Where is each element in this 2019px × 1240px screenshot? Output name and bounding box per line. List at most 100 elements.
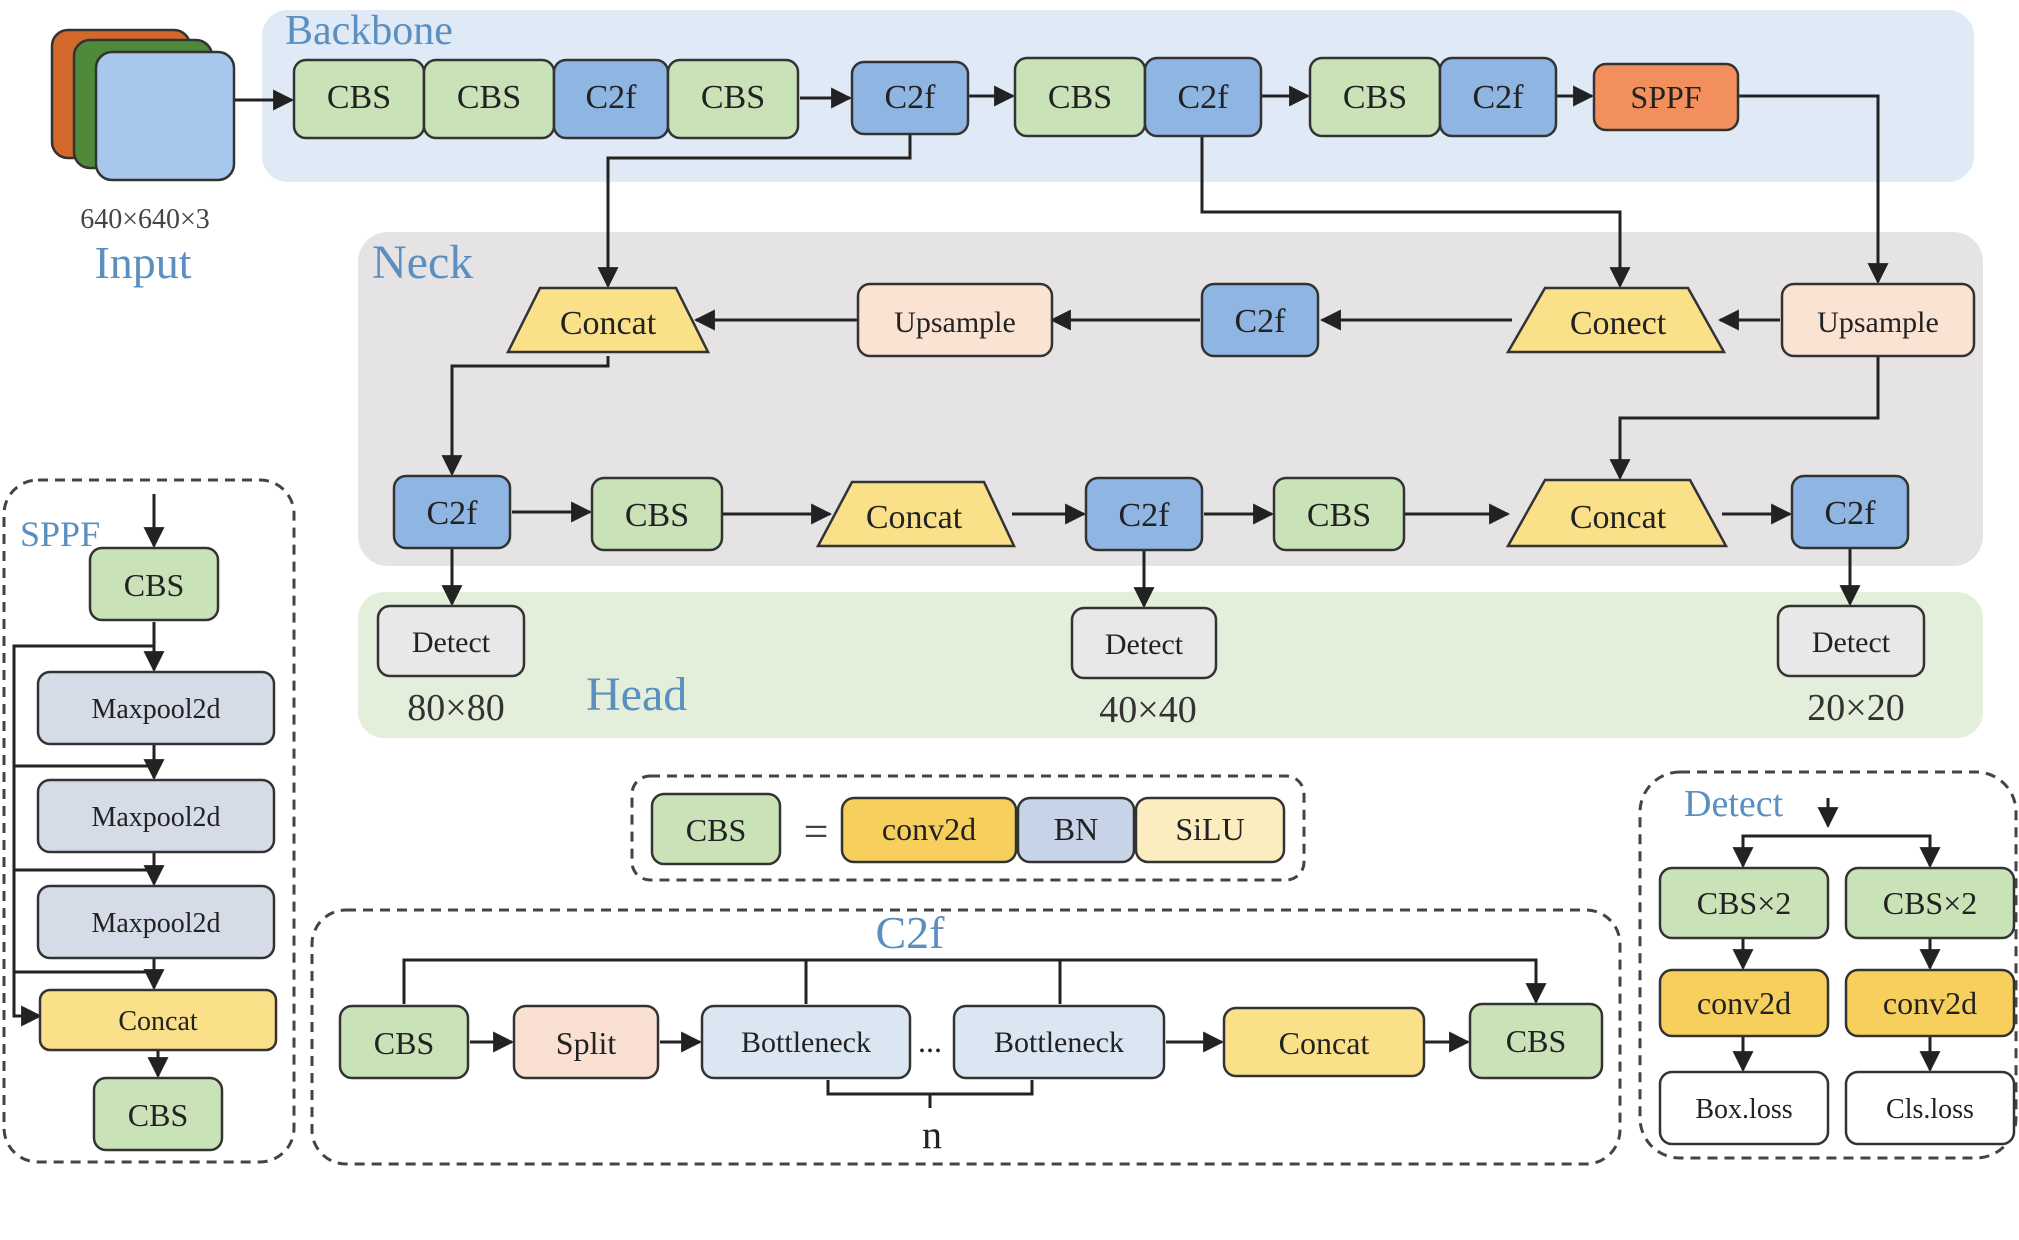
input-size: 640×640×3 bbox=[80, 204, 210, 235]
detect-cbs-x2-right: CBS×2 bbox=[1844, 866, 2016, 940]
detect-cbs-x2-left: CBS×2 bbox=[1658, 866, 1830, 940]
detect-cls-loss: Cls.loss bbox=[1844, 1070, 2016, 1146]
svg-text:conv2d: conv2d bbox=[1697, 985, 1791, 1021]
svg-text:Detect: Detect bbox=[1812, 626, 1891, 659]
backbone-b7-c2f: C2f bbox=[1143, 56, 1263, 138]
head-scale-80: 80×80 bbox=[407, 687, 504, 729]
svg-text:C2f: C2f bbox=[885, 79, 937, 116]
backbone-title: Backbone bbox=[285, 8, 453, 54]
neck-cbs-2: CBS bbox=[1272, 476, 1406, 552]
svg-text:Split: Split bbox=[556, 1025, 617, 1061]
sppf-cbs-in: CBS bbox=[88, 546, 220, 622]
cbs-def-equals: = bbox=[804, 807, 829, 856]
c2f-repeat-n: n bbox=[922, 1112, 942, 1157]
sppf-maxpool-2: Maxpool2d bbox=[36, 778, 276, 854]
svg-text:C2f: C2f bbox=[586, 79, 638, 116]
backbone-b8-cbs: CBS bbox=[1308, 56, 1442, 138]
c2f-bottleneck-1: Bottleneck bbox=[700, 1004, 912, 1080]
svg-text:SPPF: SPPF bbox=[1630, 79, 1701, 115]
svg-text:C2f: C2f bbox=[1473, 79, 1525, 116]
detect-module-frame bbox=[1638, 770, 2018, 1160]
cbs-def-bn: BN bbox=[1016, 796, 1136, 864]
svg-text:Upsample: Upsample bbox=[894, 306, 1016, 339]
svg-text:CBS: CBS bbox=[374, 1025, 434, 1061]
cbs-definition-frame bbox=[630, 774, 1306, 882]
svg-text:CBS: CBS bbox=[1307, 497, 1371, 534]
svg-text:BN: BN bbox=[1054, 811, 1098, 847]
svg-text:Cls.loss: Cls.loss bbox=[1886, 1094, 1974, 1125]
svg-text:SiLU: SiLU bbox=[1175, 811, 1244, 847]
c2f-bottleneck-n: Bottleneck bbox=[952, 1004, 1166, 1080]
input-label: Input bbox=[94, 237, 191, 288]
cbs-def-conv2d: conv2d bbox=[840, 796, 1018, 864]
neck-cbs-1: CBS bbox=[590, 476, 724, 552]
backbone-b9-c2f: C2f bbox=[1438, 56, 1558, 138]
svg-text:CBS: CBS bbox=[1343, 79, 1407, 116]
neck-c2f-out1: C2f bbox=[392, 474, 512, 550]
svg-text:C2f: C2f bbox=[427, 495, 479, 532]
head-title: Head bbox=[586, 668, 687, 721]
backbone-b5-c2f: C2f bbox=[850, 60, 970, 136]
head-scale-20: 20×20 bbox=[1807, 687, 1904, 729]
svg-text:CBS: CBS bbox=[1506, 1023, 1566, 1059]
svg-text:Concat: Concat bbox=[118, 1006, 198, 1037]
c2f-ellipsis: ... bbox=[918, 1023, 942, 1059]
input-image-stack-icon bbox=[50, 28, 236, 182]
neck-upsample-right: Upsample bbox=[1780, 282, 1976, 358]
sppf-module-frame bbox=[2, 478, 296, 1164]
svg-text:Conect: Conect bbox=[1570, 305, 1667, 342]
cbs-def-cbs: CBS bbox=[650, 792, 782, 866]
head-detect-1: Detect bbox=[376, 604, 526, 678]
neck-concat-bot-mid: Concat bbox=[815, 480, 1016, 548]
c2f-concat: Concat bbox=[1222, 1006, 1426, 1078]
svg-text:Concat: Concat bbox=[1570, 499, 1667, 536]
backbone-b4-cbs: CBS bbox=[666, 58, 800, 140]
detect-box-loss: Box.loss bbox=[1658, 1070, 1830, 1146]
detect-conv2d-right: conv2d bbox=[1844, 968, 2016, 1038]
head-detect-2: Detect bbox=[1070, 606, 1218, 680]
svg-text:CBS×2: CBS×2 bbox=[1697, 885, 1792, 921]
svg-text:CBS: CBS bbox=[327, 79, 391, 116]
c2f-cbs-in: CBS bbox=[338, 1004, 470, 1080]
c2f-cbs-out: CBS bbox=[1468, 1002, 1604, 1080]
c2f-module-frame bbox=[310, 908, 1622, 1166]
svg-text:C2f: C2f bbox=[1178, 79, 1230, 116]
svg-text:CBS: CBS bbox=[701, 79, 765, 116]
sppf-concat: Concat bbox=[38, 988, 278, 1052]
backbone-b6-cbs: CBS bbox=[1013, 56, 1147, 138]
svg-text:CBS: CBS bbox=[686, 812, 746, 848]
sppf-maxpool-3: Maxpool2d bbox=[36, 884, 276, 960]
c2f-split: Split bbox=[512, 1004, 660, 1080]
neck-concat-top-right: Conect bbox=[1505, 286, 1727, 354]
cbs-def-silu: SiLU bbox=[1134, 796, 1286, 864]
connectors bbox=[12, 85, 1941, 1108]
neck-c2f-out2: C2f bbox=[1084, 476, 1204, 552]
svg-text:Maxpool2d: Maxpool2d bbox=[91, 908, 220, 939]
neck-concat-bot-right: Concat bbox=[1505, 478, 1729, 548]
backbone-b10-sppf: SPPF bbox=[1592, 62, 1740, 132]
backbone-b2-cbs: CBS bbox=[422, 58, 556, 140]
svg-text:Concat: Concat bbox=[560, 305, 657, 342]
svg-text:CBS: CBS bbox=[625, 497, 689, 534]
sppf-module-title: SPPF bbox=[20, 514, 100, 554]
svg-text:Upsample: Upsample bbox=[1817, 306, 1939, 339]
svg-text:conv2d: conv2d bbox=[882, 811, 976, 847]
sppf-cbs-out: CBS bbox=[92, 1076, 224, 1152]
neck-c2f-mid: C2f bbox=[1200, 282, 1320, 358]
neck-upsample-mid: Upsample bbox=[856, 282, 1054, 358]
svg-text:Detect: Detect bbox=[412, 626, 491, 659]
svg-text:C2f: C2f bbox=[1235, 303, 1287, 340]
svg-text:conv2d: conv2d bbox=[1883, 985, 1977, 1021]
svg-text:Concat: Concat bbox=[1279, 1025, 1370, 1061]
head-detect-3: Detect bbox=[1776, 604, 1926, 678]
head-scale-40: 40×40 bbox=[1099, 689, 1196, 731]
svg-text:Detect: Detect bbox=[1105, 628, 1184, 661]
svg-text:Maxpool2d: Maxpool2d bbox=[91, 694, 220, 725]
backbone-b3-c2f: C2f bbox=[552, 58, 670, 140]
svg-text:Maxpool2d: Maxpool2d bbox=[91, 802, 220, 833]
sppf-maxpool-1: Maxpool2d bbox=[36, 670, 276, 746]
detect-module-title: Detect bbox=[1684, 783, 1784, 825]
svg-text:Bottleneck: Bottleneck bbox=[741, 1026, 871, 1059]
